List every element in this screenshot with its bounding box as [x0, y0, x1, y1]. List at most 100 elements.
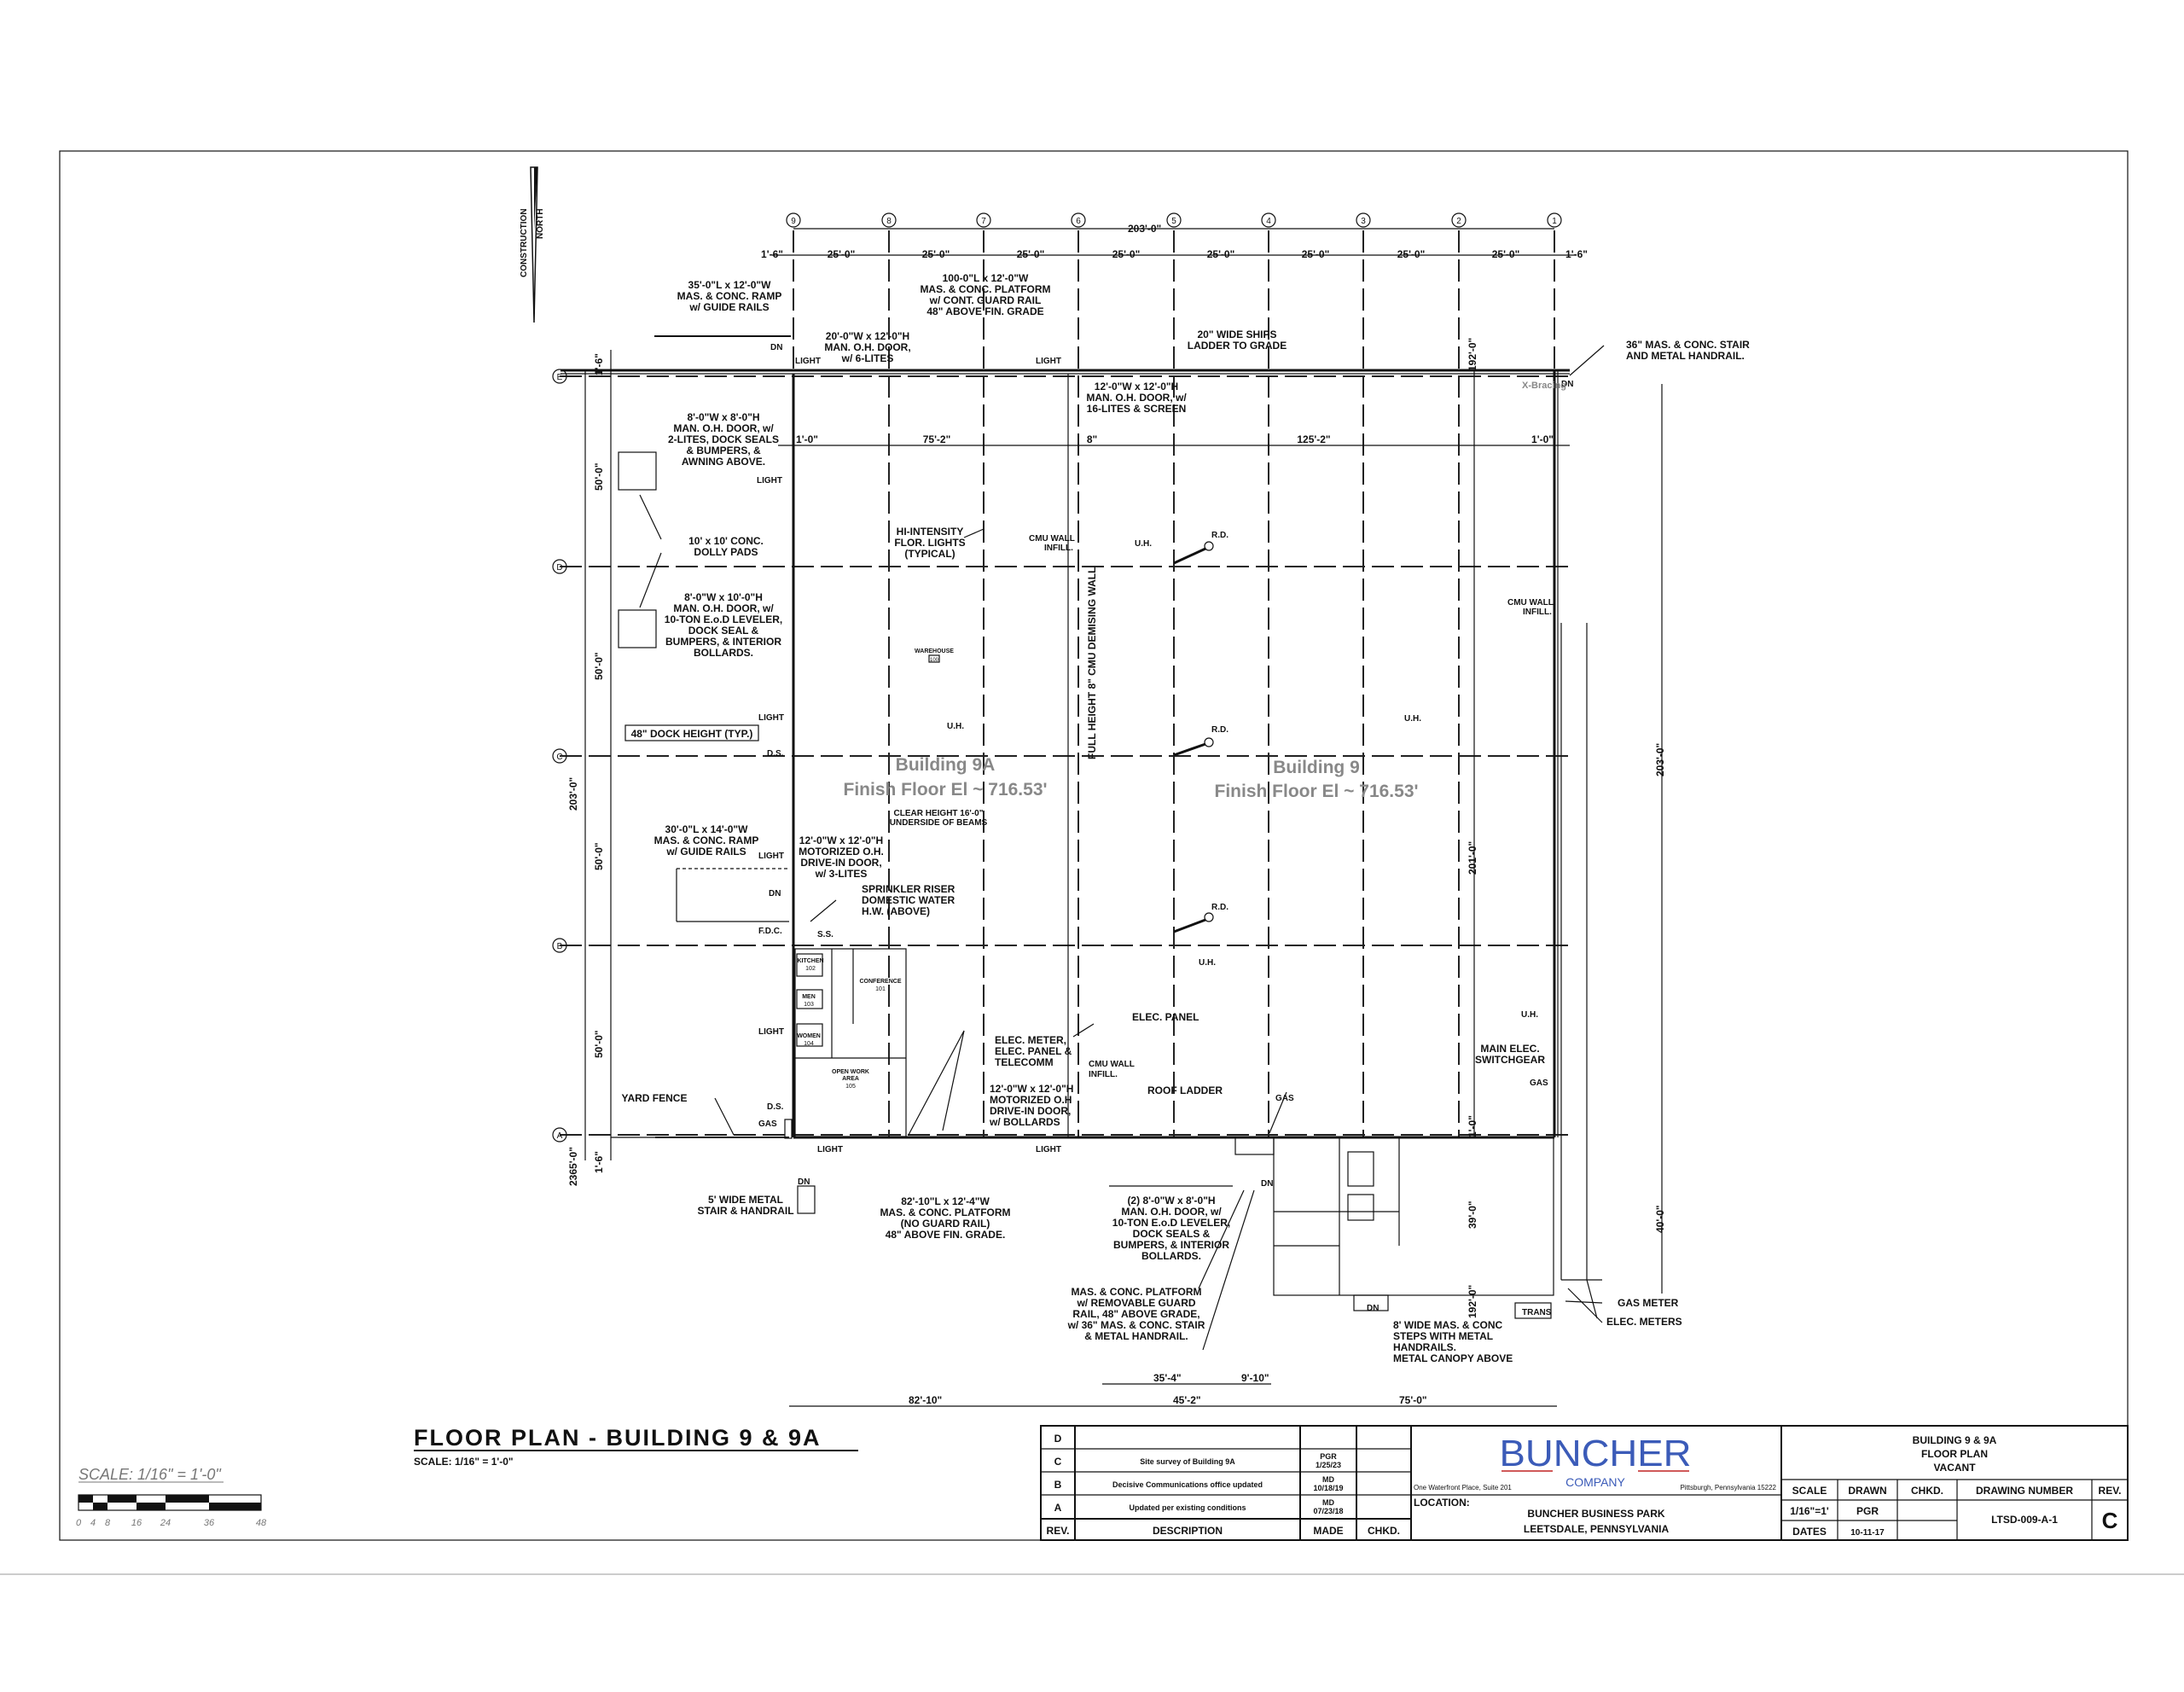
- leader-lines: [714, 345, 1605, 1351]
- note-ladder-2: LADDER TO GRADE: [1188, 340, 1287, 352]
- top-dim: 25'-0": [1017, 248, 1045, 260]
- note-ramp-top-2: MAS. & CONC. RAMP: [677, 290, 782, 302]
- project-line-3: VACANT: [1933, 1462, 1976, 1474]
- scale-tick-label: 4: [90, 1518, 96, 1528]
- note-drive-2: MOTORIZED O.H.: [799, 846, 884, 858]
- tb-dates-label: DATES: [1792, 1526, 1827, 1538]
- note-elec-meters: ELEC. METERS: [1606, 1316, 1682, 1328]
- column-bubble-label: 5: [1171, 217, 1176, 226]
- inner-dim: 75'-2": [923, 433, 951, 445]
- inner-dim: 125'-2": [1297, 433, 1330, 445]
- roof-drains: R.D. R.D. R.D.: [1173, 531, 1228, 933]
- tb-date-val: 10-11-17: [1850, 1528, 1885, 1538]
- column-bubble-icon: [786, 212, 801, 228]
- rev-letter: A: [1054, 1502, 1062, 1514]
- rev-letter: B: [1054, 1479, 1062, 1491]
- row-bubble-icon: [552, 1127, 567, 1143]
- scale-tick-label: 16: [131, 1518, 142, 1528]
- row-dim: 50'-0": [593, 1030, 605, 1058]
- note-door-16-1: 12'-0"W x 12'-0"H: [1095, 381, 1178, 392]
- location-label: LOCATION:: [1414, 1497, 1470, 1509]
- right-inner-dim: 201'-0": [1467, 841, 1478, 875]
- light-label-1: LIGHT: [795, 357, 821, 366]
- note-ramp-top-3: w/ GUIDE RAILS: [688, 301, 769, 313]
- women-num: 104: [804, 1041, 814, 1047]
- right-lower-dim: 39'-0": [1467, 1201, 1478, 1229]
- kitchen-num: 102: [805, 966, 816, 972]
- note-platform-top-1: 100-0"L x 12'-0"W: [943, 272, 1029, 284]
- note-elec-meter-1: ELEC. METER,: [995, 1034, 1066, 1046]
- note-doors-s-5: BUMPERS, & INTERIOR: [1113, 1239, 1229, 1251]
- top-dim: 25'-0": [1207, 248, 1235, 260]
- top-overall-dim: 203'-0": [1128, 223, 1161, 235]
- dn-label-1: DN: [770, 343, 782, 352]
- trans-label: TRANS: [1522, 1308, 1552, 1317]
- note-dock10-6: BOLLARDS.: [694, 647, 753, 659]
- southeast-annex: [1109, 1137, 1554, 1311]
- rev-letter: D: [1054, 1433, 1062, 1445]
- note-platform-r-4: w/ 36" MAS. & CONC. STAIR: [1067, 1319, 1205, 1331]
- row-dim: 1'-6": [593, 1151, 605, 1173]
- bottom-dim-1: 82'-10": [909, 1394, 942, 1406]
- dolly-pad-2: [618, 609, 657, 648]
- warehouse-num: 100: [930, 658, 939, 663]
- rd-label-2: R.D.: [1211, 725, 1228, 735]
- light-label-5: LIGHT: [758, 852, 784, 861]
- scale-tick-label: 36: [204, 1518, 215, 1528]
- inner-dim: 1'-0": [1531, 433, 1554, 445]
- tb-scale-hdr: SCALE: [1792, 1485, 1827, 1497]
- north-label-construction: CONSTRUCTION: [520, 208, 529, 277]
- inner-dimension-string: 1'-0"75'-2"8"125'-2"1'-0": [778, 433, 1570, 446]
- roof-drain-icon: [1204, 737, 1214, 747]
- bottom-dimension-strings: 82'-10" 35'-4" 9'-10" 45'-2" 75'-0": [789, 1372, 1557, 1407]
- north-label-north: NORTH: [536, 208, 545, 239]
- note-stair-ne-2: AND METAL HANDRAIL.: [1626, 350, 1745, 362]
- dn-label-4: DN: [1261, 1179, 1273, 1189]
- column-bubble-icon: [1547, 212, 1562, 228]
- gas-label-2: GAS: [1275, 1094, 1294, 1103]
- note-door-16-2: MAN. O.H. DOOR, w/: [1086, 392, 1187, 404]
- note-dock8-1: 8'-0"W x 8'-0"H: [687, 411, 759, 423]
- bottom-dim-5: 75'-0": [1399, 1394, 1427, 1406]
- light-label-3: LIGHT: [757, 476, 782, 486]
- note-door-16-3: 16-LITES & SCREEN: [1087, 403, 1187, 415]
- tb-scale-val: 1/16"=1': [1790, 1505, 1829, 1517]
- tb-hdr-made: MADE: [1313, 1525, 1343, 1537]
- building-9a-label: Building 9A: [896, 755, 996, 775]
- row-bubble-label: C: [556, 753, 562, 762]
- dock-height-box: [624, 724, 759, 741]
- note-gas-meter: GAS METER: [1618, 1297, 1679, 1309]
- note-roof-ladder: ROOF LADDER: [1147, 1084, 1223, 1096]
- light-label-6: LIGHT: [758, 1027, 784, 1037]
- note-dolly-1: 10' x 10' CONC.: [688, 535, 764, 547]
- top-dim: 25'-0": [1397, 248, 1426, 260]
- rev-made-by: MD: [1322, 1475, 1334, 1484]
- conference-label: CONFERENCE: [859, 979, 901, 985]
- tb-drawn-val: PGR: [1856, 1505, 1879, 1517]
- north-arrow-fill-icon: [534, 167, 537, 230]
- uh-label-5: U.H.: [1521, 1010, 1538, 1020]
- rev-date: 07/23/18: [1313, 1507, 1343, 1515]
- light-label-7: LIGHT: [817, 1145, 843, 1154]
- building-9-label: Building 9: [1273, 758, 1360, 777]
- open-work-label-2: AREA: [842, 1076, 859, 1082]
- note-doors-s-3: 10-TON E.o.D LEVELER,: [1112, 1217, 1230, 1229]
- tb-rev-hdr: REV.: [2099, 1485, 2122, 1497]
- note-lights-2: FLOR. LIGHTS: [894, 537, 965, 549]
- row-dim: 50'-0": [593, 652, 605, 680]
- top-dim: 25'-0": [1302, 248, 1330, 260]
- note-door-top-1: 20'-0"W x 12'-0"H: [826, 330, 909, 342]
- top-dim: 25'-0": [828, 248, 856, 260]
- column-bubble-icon: [976, 212, 991, 228]
- scale-tick-label: 0: [76, 1518, 82, 1528]
- graphic-scale-label: SCALE: 1/16" = 1'-0": [78, 1466, 222, 1483]
- uh-label-2: U.H.: [947, 722, 964, 731]
- note-ramp-top-1: 35'-0"L x 12'-0"W: [688, 279, 772, 291]
- building-walls: [561, 369, 1602, 1281]
- column-bubble-label: 4: [1266, 217, 1271, 226]
- note-main-elec-2: SWITCHGEAR: [1475, 1054, 1545, 1066]
